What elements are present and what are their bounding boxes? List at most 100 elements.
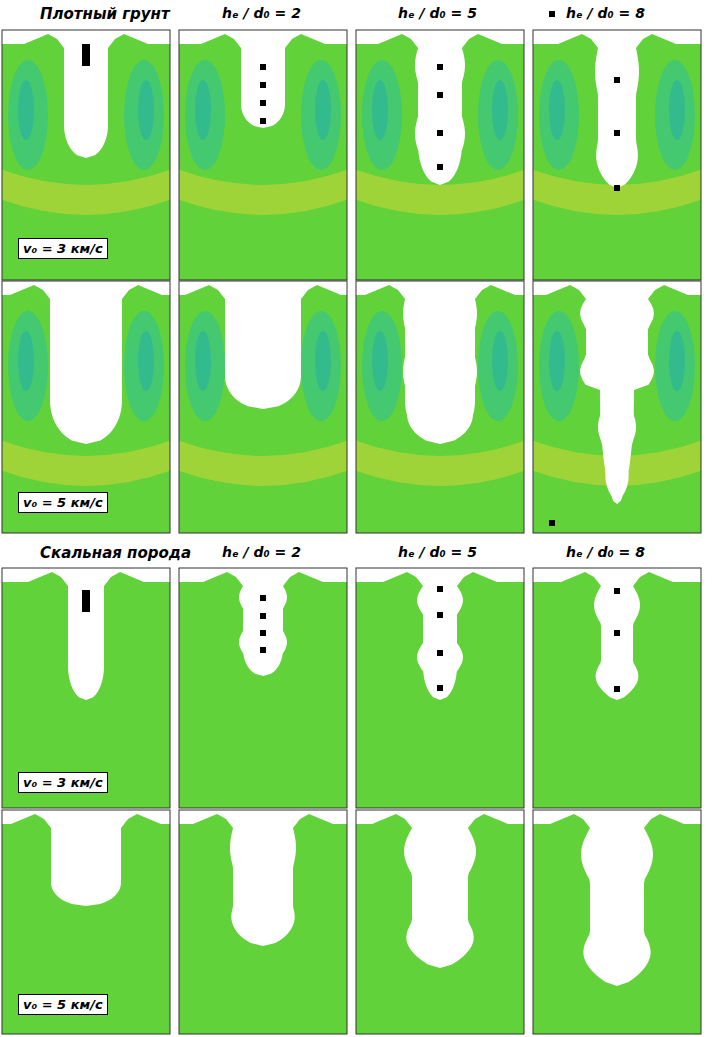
simulation-panel — [179, 568, 347, 808]
simulation-panel — [533, 30, 701, 280]
crater-cavity — [356, 281, 524, 447]
impactor-rod — [82, 44, 90, 66]
shock-wave-band — [179, 168, 347, 215]
simulation-panel — [2, 810, 170, 1034]
impactor-segment — [437, 164, 443, 170]
impactor-segment — [260, 82, 266, 88]
crater-cavity — [533, 30, 701, 191]
impactor-segment — [437, 586, 443, 592]
panel-border — [179, 568, 347, 808]
simulation-panel — [356, 281, 524, 533]
stress-zone-core — [372, 80, 388, 140]
stress-zone-core — [315, 331, 331, 391]
column-header: hₑ / d₀ = 8 — [566, 5, 645, 21]
stress-zone — [124, 311, 164, 421]
velocity-label: v₀ = 3 км/с — [23, 241, 103, 256]
crater-cavity — [2, 281, 170, 447]
impactor-segment — [549, 520, 555, 526]
stress-zone-core — [315, 80, 331, 140]
impactor-segment — [614, 588, 620, 594]
panel-border — [2, 568, 170, 808]
crater-cavity — [533, 281, 701, 504]
impactor-segment — [260, 647, 266, 653]
simulation-panel — [2, 568, 170, 808]
stress-zone-core — [372, 331, 388, 391]
panel-border — [533, 568, 701, 808]
stress-zone-core — [18, 80, 34, 140]
impactor-segment — [260, 64, 266, 70]
crater-cavity — [356, 568, 524, 703]
impactor-segment — [260, 595, 266, 601]
impactor-segment — [549, 11, 555, 17]
stress-zone — [301, 60, 341, 170]
stress-zone-core — [138, 80, 154, 140]
shock-wave-band — [356, 439, 524, 486]
simulation-panel — [179, 810, 347, 1034]
impactor-segment — [437, 92, 443, 98]
shock-wave-band — [2, 168, 170, 215]
panel-border — [179, 281, 347, 533]
impactor-rod — [82, 590, 90, 612]
crater-cavity — [2, 568, 170, 703]
velocity-label: v₀ = 5 км/с — [23, 495, 103, 510]
panel-border — [533, 281, 701, 533]
panel-border — [356, 30, 524, 280]
crater-cavity — [356, 30, 524, 188]
crater-cavity — [2, 30, 170, 161]
crater-cavity — [179, 810, 347, 949]
stress-zone — [478, 60, 518, 170]
impactor-segment — [614, 130, 620, 136]
stress-zone — [185, 311, 225, 421]
stress-zone-core — [549, 331, 565, 391]
simulation-panel — [179, 281, 347, 533]
stress-zone-core — [549, 80, 565, 140]
simulation-panel — [2, 30, 170, 280]
panel-border — [2, 281, 170, 533]
panel-border — [2, 810, 170, 1034]
impactor-segment — [437, 685, 443, 691]
stress-zone-core — [669, 331, 685, 391]
panel-border — [2, 30, 170, 280]
velocity-label: v₀ = 5 км/с — [23, 997, 103, 1012]
velocity-box: v₀ = 5 км/с — [18, 492, 108, 513]
impactor-segment — [260, 630, 266, 636]
panel-border — [356, 810, 524, 1034]
stress-zone-core — [138, 331, 154, 391]
velocity-box: v₀ = 3 км/с — [18, 238, 108, 259]
panel-border — [179, 810, 347, 1034]
column-header: hₑ / d₀ = 5 — [398, 544, 477, 560]
stress-zone — [8, 60, 48, 170]
column-header: hₑ / d₀ = 2 — [222, 544, 301, 560]
impactor-segment — [437, 612, 443, 618]
velocity-box: v₀ = 5 км/с — [18, 994, 108, 1015]
shock-wave-band — [2, 439, 170, 486]
column-header: hₑ / d₀ = 5 — [398, 5, 477, 21]
impactor-segment — [437, 130, 443, 136]
shock-wave-band — [179, 439, 347, 486]
crater-cavity — [2, 810, 170, 909]
stress-zone — [362, 60, 402, 170]
stress-zone-core — [195, 331, 211, 391]
column-header: hₑ / d₀ = 8 — [566, 544, 645, 560]
crater-cavity — [533, 568, 701, 703]
velocity-box: v₀ = 3 км/с — [18, 772, 108, 793]
stress-zone — [539, 311, 579, 421]
stress-zone — [362, 311, 402, 421]
impactor-segment — [614, 185, 620, 191]
impactor-segment — [437, 64, 443, 70]
stress-zone-core — [18, 331, 34, 391]
stress-zone — [185, 60, 225, 170]
stress-zone-core — [492, 80, 508, 140]
impactor-segment — [437, 650, 443, 656]
stress-zone — [655, 311, 695, 421]
panel-border — [533, 810, 701, 1034]
impactor-segment — [614, 686, 620, 692]
impactor-segment — [260, 100, 266, 106]
section-title: Плотный грунт — [40, 5, 170, 23]
panel-border — [356, 568, 524, 808]
column-header: hₑ / d₀ = 2 — [222, 5, 301, 21]
crater-cavity — [533, 810, 701, 989]
panel-border — [356, 281, 524, 533]
